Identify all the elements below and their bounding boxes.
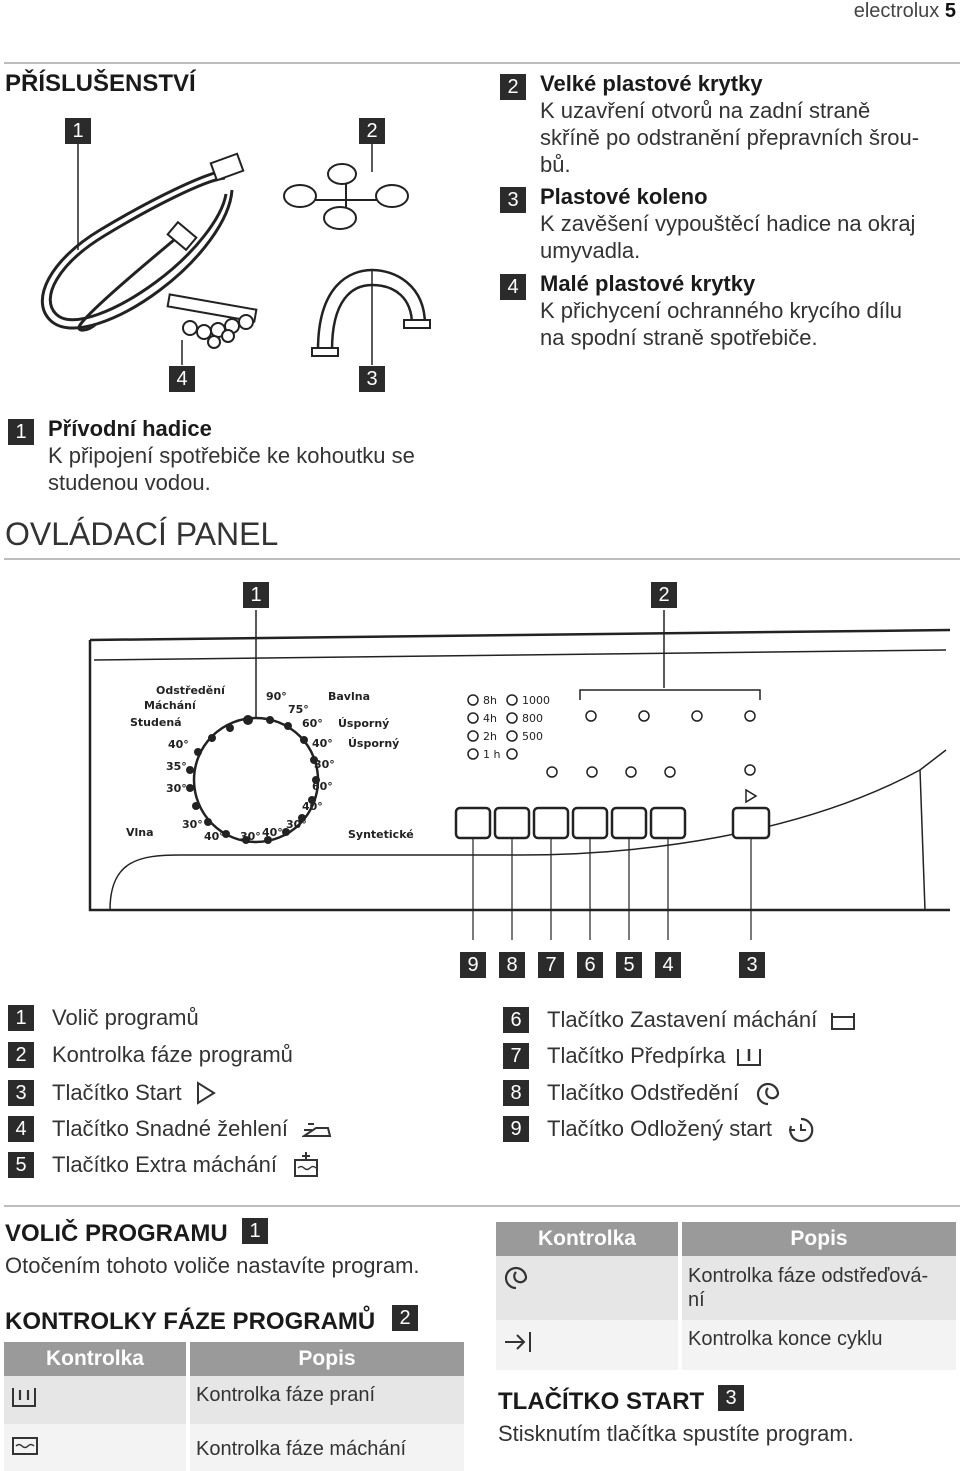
callout-1: 1 — [65, 118, 91, 144]
button-callout-5: 5 — [616, 952, 642, 978]
easy-iron-icon — [302, 1123, 332, 1137]
svg-text:500: 500 — [522, 730, 543, 743]
svg-text:4h: 4h — [483, 712, 497, 725]
accessories-illustration — [40, 140, 431, 365]
phase-desc-rinse: Kontrolka fáze máchání — [190, 1424, 464, 1471]
selector-num: 1 — [242, 1218, 268, 1244]
start-num: 3 — [718, 1385, 744, 1411]
button-callout-8: 8 — [499, 952, 525, 978]
svg-text:8h: 8h — [483, 694, 497, 707]
selector-text: Otočením tohoto voliče nastavíte program… — [5, 1253, 420, 1278]
callout-2: 2 — [359, 118, 385, 144]
control-panel-title: OVLÁDACÍ PANEL — [5, 516, 279, 552]
svg-text:1 h: 1 h — [483, 748, 500, 761]
accessory-item-3: 3 Plastové koleno K zavěšení vypouštěcí … — [500, 183, 960, 264]
phase-lights-num: 2 — [392, 1305, 418, 1331]
wash-tub-icon — [12, 1388, 36, 1407]
accessory-item-2: 2 Velké plastové krytky K uzavření otvor… — [500, 70, 960, 178]
svg-text:2h: 2h — [483, 730, 497, 743]
rinse-hold-icon — [831, 1013, 855, 1030]
svg-text:1000: 1000 — [522, 694, 550, 707]
brand-name: electrolux — [853, 0, 940, 22]
extra-rinse-icon — [294, 1152, 318, 1177]
svg-text:800: 800 — [522, 712, 543, 725]
phase-desc-wash: Kontrolka fáze praní — [190, 1376, 464, 1424]
svg-text:30°: 30° — [240, 830, 261, 843]
accessory-item-4: 4 Malé plastové krytky K přichycení ochr… — [500, 270, 960, 351]
control-panel-illustration: Odstředění Máchání Studená 40° 35° 30° B… — [88, 610, 951, 940]
svg-text:30°: 30° — [166, 782, 187, 795]
rinse-tub-icon — [12, 1437, 38, 1455]
phase-lights-title: KONTROLKY FÁZE PROGRAMŮ — [5, 1308, 376, 1335]
header-rule — [4, 62, 960, 64]
svg-text:75°: 75° — [288, 703, 309, 716]
control-panel-rule — [4, 558, 960, 560]
svg-text:30°: 30° — [314, 758, 335, 771]
svg-text:30°: 30° — [182, 818, 203, 831]
start-title: TLAČÍTKO START — [498, 1388, 705, 1415]
spin-phase-icon — [504, 1266, 528, 1290]
legend-rule — [4, 1205, 960, 1207]
svg-text:60°: 60° — [302, 717, 323, 730]
button-callout-9: 9 — [460, 952, 486, 978]
page-header: electrolux 5 — [854, 0, 956, 23]
accessory-item-1: 1 Přívodní hadice K připojení spotřebiče… — [8, 415, 468, 496]
svg-text:60°: 60° — [312, 780, 333, 793]
phase-lights-table-continued: Kontrolka Popis Kontrolka fáze odstřeďov… — [492, 1222, 960, 1370]
panel-callout-2: 2 — [651, 582, 677, 608]
phase-lights-table: Kontrolka Popis Kontrolka fáze praní Kon… — [0, 1342, 468, 1471]
end-cycle-icon — [505, 1332, 531, 1352]
start-text: Stisknutím tlačítka spustíte program. — [498, 1421, 854, 1446]
start-icon — [197, 1081, 216, 1105]
prewash-icon — [737, 1049, 761, 1066]
dial-label-cold: Studená — [130, 716, 182, 729]
svg-text:40°: 40° — [262, 826, 283, 839]
button-callout-3: 3 — [739, 952, 765, 978]
phase-desc-end: Kontrolka konce cyklu — [682, 1320, 956, 1370]
dial-label-rinse: Máchání — [144, 699, 197, 712]
phase-desc-spin: Kontrolka fáze odstřeďová- ní — [682, 1256, 956, 1320]
delay-start-icon — [789, 1117, 814, 1143]
svg-text:40°: 40° — [204, 830, 225, 843]
spin-icon — [756, 1082, 780, 1106]
svg-text:40°: 40° — [168, 738, 189, 751]
svg-text:Úsporný: Úsporný — [348, 737, 399, 750]
callout-4: 4 — [169, 366, 195, 392]
button-callout-6: 6 — [577, 952, 603, 978]
selector-title: VOLIČ PROGRAMU — [5, 1220, 228, 1247]
dial-label-cotton: Bavlna — [328, 690, 370, 703]
accessories-title: PŘÍSLUŠENSTVÍ — [5, 70, 196, 97]
svg-text:40°: 40° — [312, 737, 333, 750]
dial-label-wool: Vlna — [126, 826, 154, 839]
panel-callout-1: 1 — [243, 582, 269, 608]
svg-text:30°: 30° — [286, 818, 307, 831]
page-number: 5 — [944, 0, 956, 22]
callout-3: 3 — [359, 366, 385, 392]
svg-text:35°: 35° — [166, 760, 187, 773]
dial-label-synthetic: Syntetické — [348, 828, 414, 841]
svg-text:90°: 90° — [266, 690, 287, 703]
button-callout-4: 4 — [655, 952, 681, 978]
dial-label-spin: Odstředění — [156, 684, 226, 697]
button-callout-7: 7 — [538, 952, 564, 978]
svg-text:40°: 40° — [302, 800, 323, 813]
svg-text:Úsporný: Úsporný — [338, 717, 389, 730]
